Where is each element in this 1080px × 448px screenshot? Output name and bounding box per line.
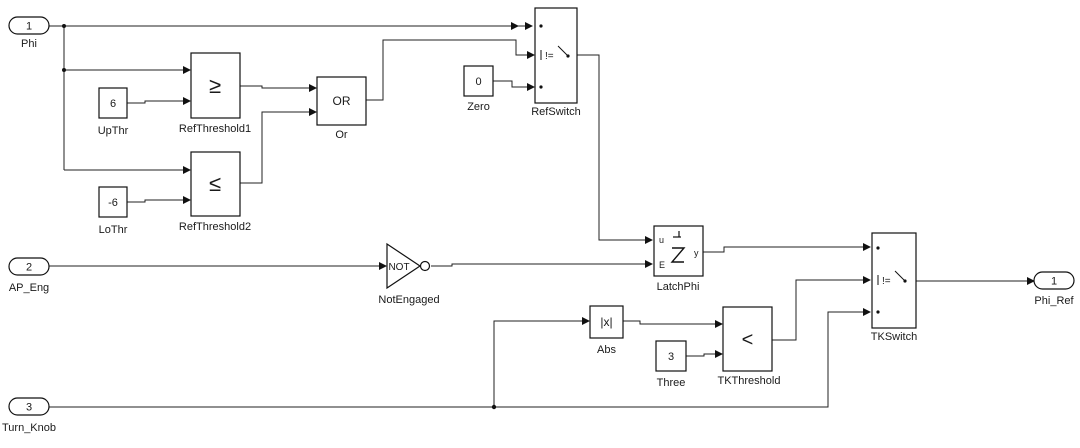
tkthreshold-label: TKThreshold	[718, 375, 781, 387]
or-label: Or	[335, 129, 348, 141]
wire-turnknob-to-abs	[493, 317, 590, 407]
switch-tkswitch[interactable]: != TKSwitch	[871, 232, 917, 343]
wire-turnknob-main	[48, 308, 871, 408]
relational-tkthreshold[interactable]: < TKThreshold	[718, 306, 781, 387]
logic-notengaged[interactable]: NOT NotEngaged	[378, 242, 440, 306]
constant-lothr-label: LoThr	[99, 224, 128, 236]
wire-upthr-to-threshold1	[127, 97, 191, 105]
constant-three-label: Three	[657, 377, 686, 389]
inport-ap-eng-label: AP_Eng	[9, 282, 49, 294]
notengaged-label: NotEngaged	[378, 294, 439, 306]
switch-refswitch[interactable]: != RefSwitch	[531, 7, 581, 118]
svg-text:3: 3	[26, 402, 32, 414]
math-abs[interactable]: |x| Abs	[589, 305, 624, 356]
svg-text:6: 6	[110, 98, 116, 110]
wire-refswitch-to-latchphi	[577, 54, 653, 244]
svg-text:u: u	[659, 235, 664, 245]
inport-ap-eng[interactable]: 2 AP_Eng	[8, 257, 50, 294]
svg-text:≥: ≥	[209, 73, 221, 98]
outport-phi-ref-label: Phi_Ref	[1034, 295, 1074, 307]
svg-text:E: E	[659, 260, 665, 270]
svg-text:|x|: |x|	[600, 315, 612, 329]
constant-upthr-label: UpThr	[98, 125, 129, 137]
svg-text:-6: -6	[108, 197, 118, 209]
wire-or-to-refswitch	[366, 39, 535, 101]
wire-not-to-latchphi	[431, 260, 653, 268]
tkswitch-label: TKSwitch	[871, 331, 917, 343]
svg-text:0: 0	[475, 76, 481, 88]
svg-text:≤: ≤	[209, 171, 221, 196]
junction-dot	[62, 24, 66, 28]
inport-turn-knob-label: Turn_Knob	[2, 422, 56, 434]
svg-text:!=: !=	[882, 276, 891, 287]
wire-latchphi-to-tkswitch	[703, 243, 871, 253]
abs-label: Abs	[597, 344, 616, 356]
svg-text:2: 2	[26, 262, 32, 274]
wire-three-to-tkthreshold	[686, 350, 723, 358]
refswitch-label: RefSwitch	[531, 106, 581, 118]
inport-turn-knob[interactable]: 3 Turn_Knob	[2, 397, 56, 434]
constant-zero[interactable]: 0 Zero	[463, 65, 494, 113]
latchphi-label: LatchPhi	[657, 281, 700, 293]
junction-dot	[62, 68, 66, 72]
wire-threshold2-to-or	[240, 108, 317, 184]
refthreshold2-label: RefThreshold2	[179, 221, 251, 233]
svg-text:OR: OR	[333, 94, 351, 108]
wire-abs-to-tkthreshold	[623, 320, 723, 328]
constant-zero-label: Zero	[467, 101, 490, 113]
signal-lines	[48, 22, 1035, 410]
relational-refthreshold1[interactable]: ≥ RefThreshold1	[179, 52, 251, 135]
constant-lothr[interactable]: -6 LoThr	[98, 186, 128, 236]
logic-or[interactable]: OR Or	[316, 76, 367, 141]
svg-text:y: y	[694, 248, 699, 258]
constant-three[interactable]: 3 Three	[655, 340, 687, 389]
junction-dot	[491, 404, 497, 410]
refthreshold1-label: RefThreshold1	[179, 123, 251, 135]
inport-phi[interactable]: 1 Phi	[8, 16, 50, 50]
svg-text:NOT: NOT	[388, 262, 409, 273]
relational-refthreshold2[interactable]: ≤ RefThreshold2	[179, 151, 251, 233]
latch-latchphi[interactable]: u E y LatchPhi	[653, 225, 704, 293]
wire-threshold1-to-or	[240, 84, 317, 92]
wire-lothr-to-threshold2	[127, 196, 191, 204]
outport-phi-ref[interactable]: 1 Phi_Ref	[1033, 271, 1075, 307]
svg-text:<: <	[742, 329, 754, 351]
svg-text:1: 1	[1051, 276, 1057, 288]
svg-text:!=: !=	[545, 51, 554, 62]
wire-tkthreshold-to-tkswitch	[772, 276, 871, 341]
svg-text:1: 1	[26, 21, 32, 33]
wire-zero-to-refswitch	[493, 80, 535, 91]
constant-upthr[interactable]: 6 UpThr	[98, 87, 129, 137]
svg-text:3: 3	[668, 351, 674, 363]
inport-phi-label: Phi	[21, 38, 37, 50]
